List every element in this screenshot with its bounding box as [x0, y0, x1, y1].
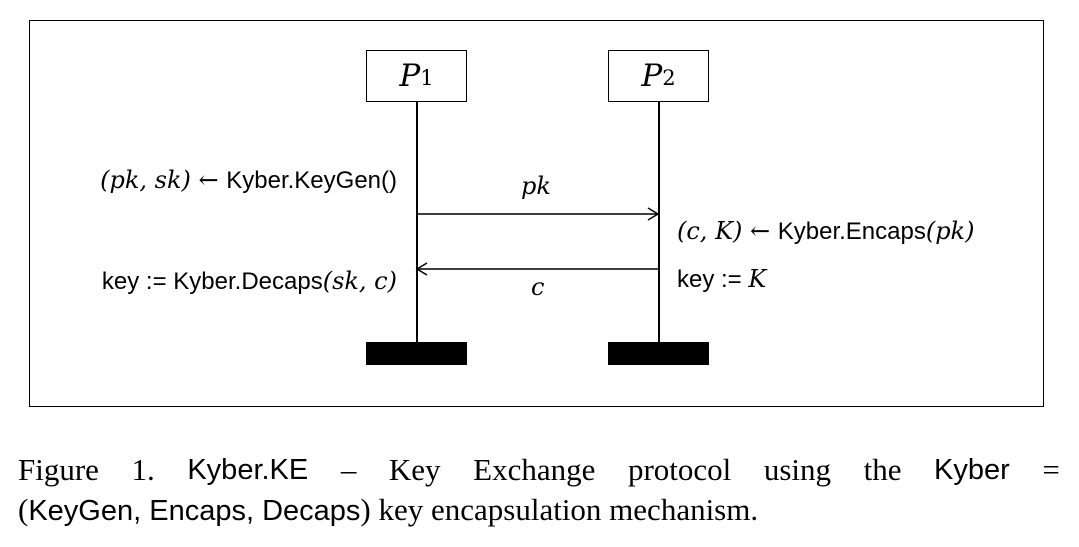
- endbar-p1: [366, 342, 467, 365]
- arrow-pk: [417, 207, 660, 221]
- arrow-c: [415, 262, 658, 276]
- step-encaps-prefix: (c, K) ←: [677, 217, 778, 245]
- caption-open-paren: (: [18, 492, 29, 527]
- step-decaps-args: (sk, c): [322, 267, 397, 295]
- message-c-label: c: [531, 273, 545, 301]
- caption-close-paren: ): [360, 492, 371, 527]
- step-keygen-fn: Kyber.KeyGen(): [226, 167, 397, 194]
- caption-word: Kyber: [934, 454, 1010, 486]
- step-keygen-prefix: (pk, sk) ←: [100, 166, 227, 194]
- step-decaps-prefix: key :=: [101, 268, 174, 295]
- caption-word: using: [763, 452, 832, 487]
- caption-word: –: [340, 452, 357, 487]
- step-key: key := K: [677, 265, 766, 294]
- caption-word: Kyber.KE: [187, 454, 309, 486]
- step-encaps-args: (pk): [925, 217, 975, 245]
- step-key-prefix: key :=: [677, 266, 749, 293]
- step-keygen: (pk, sk) ← Kyber.KeyGen(): [100, 166, 397, 195]
- party-p2-name: P: [641, 58, 663, 94]
- caption-word: Exchange: [473, 452, 596, 487]
- step-decaps: key := Kyber.Decaps(sk, c): [102, 267, 397, 296]
- step-encaps: (c, K) ← Kyber.Encaps(pk): [677, 217, 974, 246]
- diagram-frame: [29, 20, 1044, 407]
- caption-rest: key encapsulation mechanism.: [370, 492, 759, 527]
- lifeline-p1: [416, 102, 418, 342]
- lifeline-p2: [658, 102, 660, 342]
- caption-word: protocol: [627, 452, 732, 487]
- message-pk-label: pk: [521, 172, 551, 200]
- caption-word: 1.: [131, 452, 155, 487]
- step-decaps-fn: Kyber.Decaps: [173, 268, 323, 295]
- step-key-value: K: [748, 265, 767, 293]
- caption-tuple: KeyGen, Encaps, Decaps: [28, 495, 361, 527]
- party-p2-index: 2: [662, 66, 676, 90]
- figure-caption: Figure 1. Kyber.KE – Key Exchange protoc…: [18, 450, 1060, 531]
- caption-line-2: (KeyGen, Encaps, Decaps) key encapsulati…: [18, 490, 1060, 531]
- step-encaps-fn: Kyber.Encaps: [777, 218, 926, 245]
- party-p1-index: 1: [420, 66, 434, 90]
- caption-word: Key: [388, 452, 441, 487]
- caption-word: the: [863, 452, 902, 487]
- caption-line-1: Figure 1. Kyber.KE – Key Exchange protoc…: [18, 450, 1060, 490]
- caption-word: Figure: [18, 452, 99, 487]
- party-p1-name: P: [399, 58, 421, 94]
- caption-word: =: [1042, 452, 1060, 487]
- endbar-p2: [608, 342, 709, 365]
